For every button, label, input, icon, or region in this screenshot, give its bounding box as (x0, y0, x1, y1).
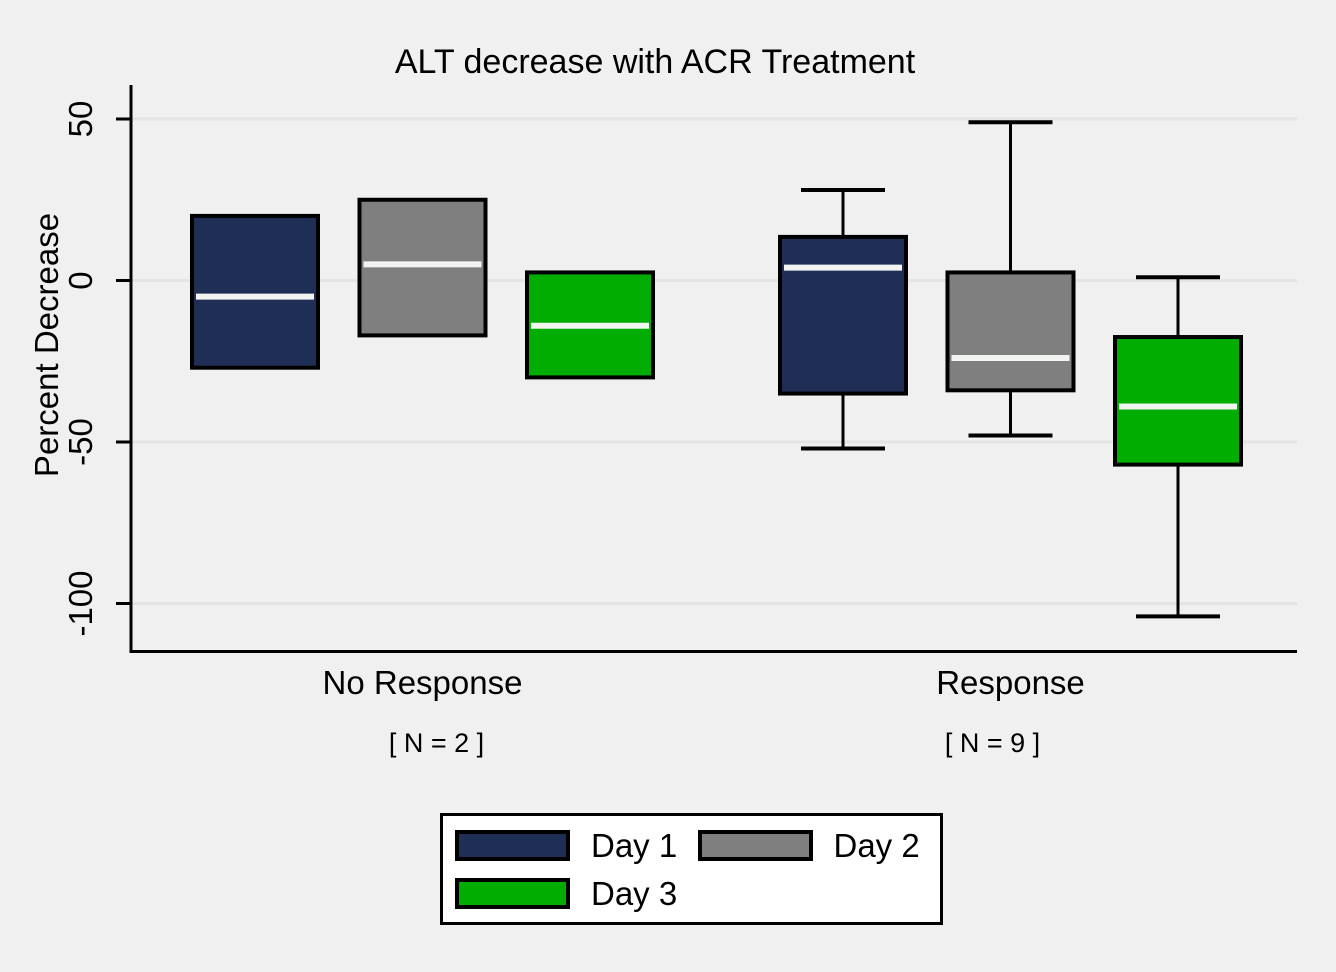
y-tick-label-50: 50 (62, 101, 99, 138)
legend-item-day-1: Day 1 (455, 829, 698, 862)
legend: Day 1 Day 2 Day 3 (440, 813, 943, 925)
day-2-swatch (697, 829, 813, 861)
iqr-box (1113, 335, 1243, 467)
y-tick-label-0: 0 (62, 271, 99, 289)
chart-canvas: ALT decrease with ACR Treatment Percent … (28, 43, 1297, 758)
day-3-swatch (455, 877, 570, 909)
chart-title: ALT decrease with ACR Treatment (395, 43, 916, 81)
gridlines-layer (130, 117, 1297, 605)
box-no-response-day-1 (190, 213, 320, 370)
boxes-layer (190, 120, 1243, 619)
y-tick-label--50: -50 (62, 418, 99, 466)
legend-item-day-3: Day 3 (455, 877, 698, 910)
day-2-label: Day 2 (833, 826, 920, 864)
box-response-day-2 (945, 120, 1076, 438)
box-response-day-1 (778, 188, 908, 451)
ticks-layer: 50 0 -50 -100 (62, 101, 130, 637)
box-no-response-day-3 (525, 270, 655, 380)
day-1-label: Day 1 (591, 826, 678, 864)
group-label-no-response: No Response (323, 664, 523, 701)
group-n-label-response: [ N = 9 ] (945, 728, 1040, 758)
x-axis-labels-layer: No Response [ N = 2 ] Response [ N = 9 ] (323, 664, 1085, 758)
y-tick-label--100: -100 (62, 570, 99, 636)
y-axis-label: Percent Decrease (28, 213, 65, 477)
iqr-box (357, 197, 488, 338)
box-no-response-day-2 (357, 197, 488, 338)
legend-item-day-2: Day 2 (697, 826, 941, 864)
box-response-day-3 (1113, 275, 1243, 619)
group-n-label-no-response: [ N = 2 ] (389, 728, 484, 758)
day-1-swatch (455, 829, 570, 861)
iqr-box (190, 213, 320, 370)
iqr-box (945, 270, 1076, 393)
day-3-label: Day 3 (591, 874, 678, 912)
iqr-box (778, 234, 908, 396)
group-label-response: Response (936, 664, 1085, 701)
